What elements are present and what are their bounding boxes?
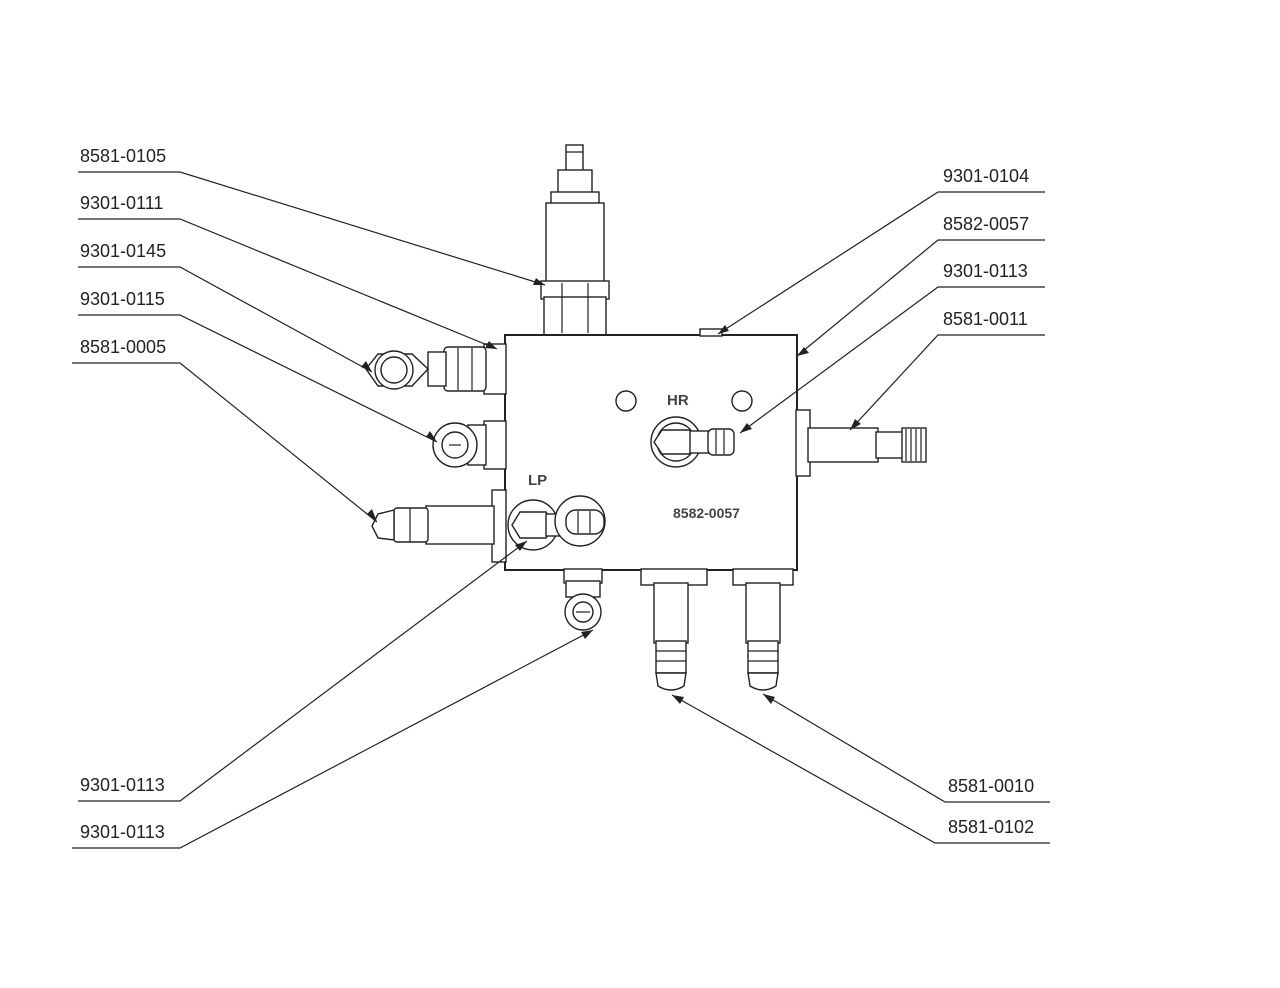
left-hose-fitting — [371, 489, 507, 563]
leader-lines — [72, 171, 1050, 849]
bottom-fitting-left — [640, 568, 708, 691]
callout-label: 8581-0005 — [80, 337, 166, 357]
bottom-fitting-right — [732, 568, 794, 691]
callout-label: 9301-0113 — [80, 822, 165, 842]
callout-label: 8582-0057 — [943, 214, 1029, 234]
callout-label: 9301-0113 — [943, 261, 1028, 281]
callout-label: 8581-0105 — [80, 146, 166, 166]
bottom-plug-fitting — [563, 568, 603, 631]
callout-label: 9301-0115 — [80, 289, 165, 309]
callout-label: 9301-0111 — [80, 193, 163, 213]
callout-label: 9301-0113 — [80, 775, 165, 795]
callout-label: 8581-0010 — [948, 776, 1034, 796]
relief-valve-cartridge — [540, 144, 610, 336]
valve-block-drawing: HR LP 8582-0057 — [365, 144, 927, 691]
left-elbow-fitting — [365, 343, 507, 395]
callout-label: 8581-0102 — [948, 817, 1034, 837]
callout-label: 9301-0145 — [80, 241, 166, 261]
block-part-number-stamp: 8582-0057 — [673, 505, 740, 521]
callout-label: 9301-0104 — [943, 166, 1029, 186]
callout-labels: 8581-0105 9301-0111 9301-0145 9301-0115 … — [80, 146, 1034, 842]
mounting-hole — [731, 390, 753, 412]
left-plug-fitting — [432, 420, 507, 470]
lp-port-fitting — [507, 495, 606, 551]
right-threaded-fitting — [795, 409, 927, 477]
mounting-hole — [615, 390, 637, 412]
hr-port-fitting — [650, 416, 735, 468]
callout-label: 8581-0011 — [943, 309, 1028, 329]
port-label-hr: HR — [667, 392, 689, 409]
port-label-lp: LP — [528, 472, 547, 489]
